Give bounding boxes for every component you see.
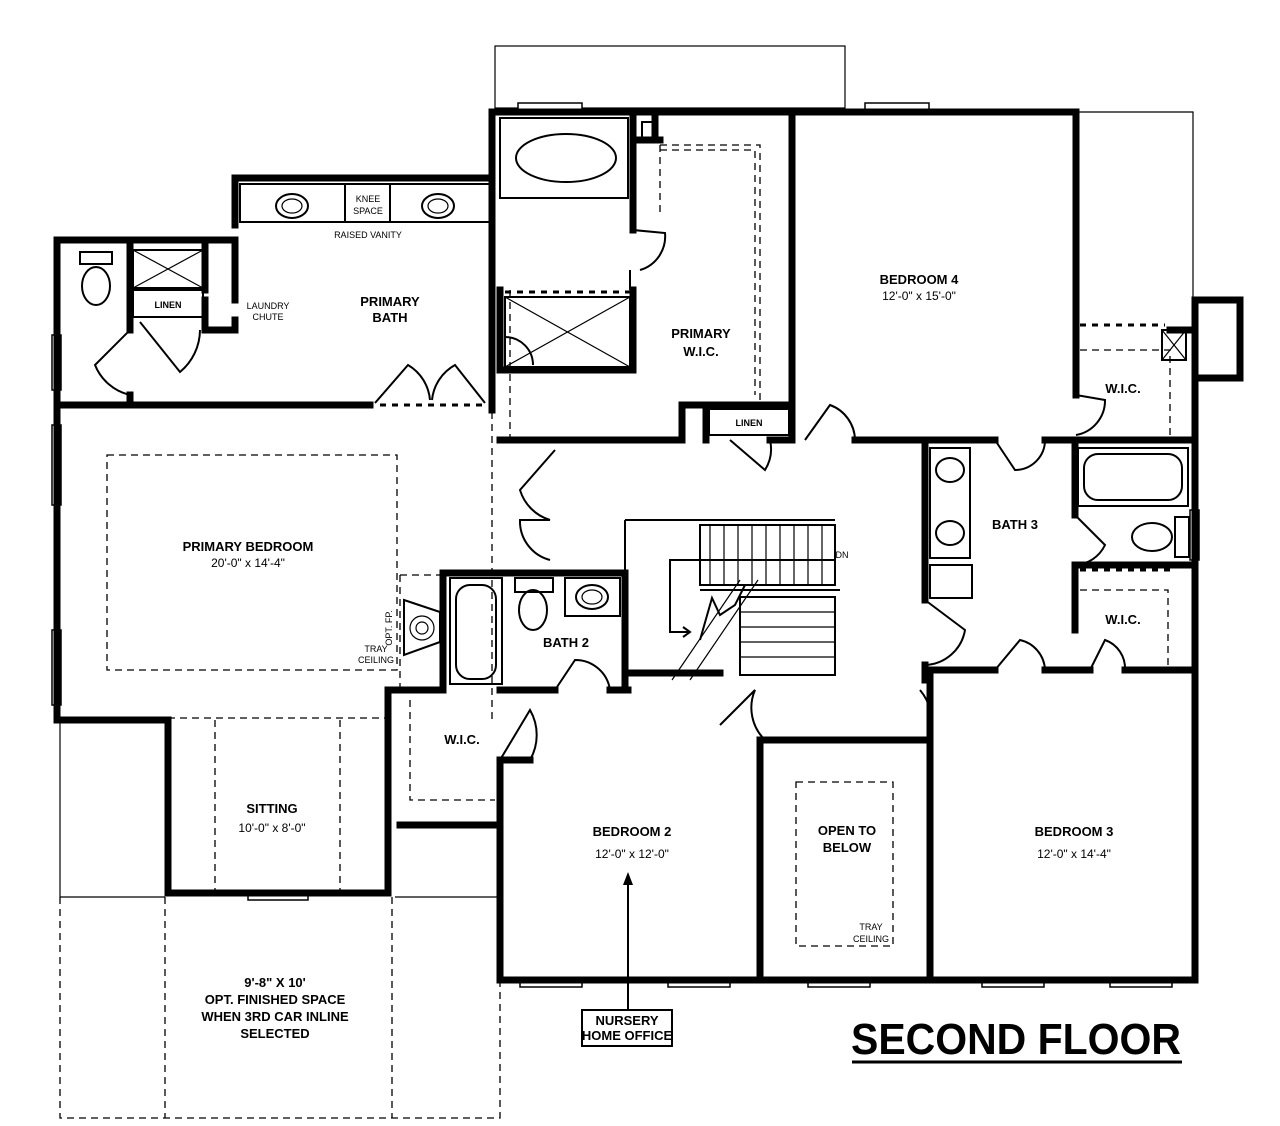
tray-ceiling-open-label-2: CEILING — [853, 934, 889, 944]
bathtub-icon — [515, 133, 617, 183]
bath2-fixtures — [449, 577, 621, 685]
door-swings — [93, 229, 1127, 761]
bathtub-icon — [1083, 453, 1183, 501]
nursery-label-1: NURSERY — [595, 1013, 658, 1028]
tray-ceiling-bed-label-2: CEILING — [358, 655, 394, 665]
toilet-icon — [1131, 522, 1173, 552]
linen-left-label: LINEN — [155, 300, 182, 310]
primary-bath-fixtures — [79, 117, 631, 368]
primary-bath-label-1: PRIMARY — [360, 294, 420, 309]
toilet-icon — [518, 589, 548, 631]
sink-icon — [935, 520, 965, 546]
tray-ceiling-open-label-1: TRAY — [859, 922, 882, 932]
bedroom4-name: BEDROOM 4 — [880, 272, 960, 287]
wic-bed3-label: W.I.C. — [1105, 612, 1140, 627]
primary-wic-label-1: PRIMARY — [671, 326, 731, 341]
wic-shelving — [409, 121, 790, 801]
floor-title: SECOND FLOOR — [851, 1015, 1181, 1064]
annotations: KNEE SPACE RAISED VANITY LAUNDRY CHUTE L… — [155, 194, 890, 1043]
open-to-below-1: OPEN TO — [818, 823, 876, 838]
laundry-chute-label-2: CHUTE — [253, 312, 284, 322]
room-labels: PRIMARY BEDROOM 20'-0" x 14'-4" PRIMARY … — [183, 272, 1141, 861]
primary-bedroom-dims: 20'-0" x 14'-4" — [211, 556, 285, 570]
raised-vanity-label: RAISED VANITY — [334, 230, 402, 240]
tray-ceiling-bed-label-1: TRAY — [364, 644, 387, 654]
bath3-fixtures — [929, 329, 1190, 665]
plan-title: SECOND FLOOR — [851, 1015, 1182, 1064]
primary-wic-label-2: W.I.C. — [683, 344, 718, 359]
opt-fp-label: OPT. FP. — [384, 610, 394, 645]
primary-bedroom-name: PRIMARY BEDROOM — [183, 539, 314, 554]
laundry-chute-label-1: LAUNDRY — [247, 301, 290, 311]
wic-bed4-label: W.I.C. — [1105, 381, 1140, 396]
knee-space-label-1: KNEE — [356, 194, 381, 204]
sitting-dims: 10'-0" x 8'-0" — [238, 821, 305, 835]
bedroom2-name: BEDROOM 2 — [593, 824, 672, 839]
opt-space-label-4: SELECTED — [240, 1026, 309, 1041]
sink-icon — [575, 584, 609, 610]
open-to-below-2: BELOW — [823, 840, 872, 855]
optional-finished-space-outline — [59, 897, 501, 1119]
bath2-label: BATH 2 — [543, 635, 589, 650]
stairs-dn-label: DN — [836, 550, 849, 560]
nursery-callout-arrow — [581, 872, 673, 1047]
roof-outlines — [59, 45, 1194, 898]
fireplace-icon — [403, 598, 441, 657]
toilet-icon — [81, 266, 111, 306]
linen-wic-label: LINEN — [736, 418, 763, 428]
dashed-lines — [106, 220, 1170, 947]
primary-bath-label-2: BATH — [372, 310, 407, 325]
bedroom3-dims: 12'-0" x 14'-4" — [1037, 847, 1111, 861]
opt-space-label-2: OPT. FINISHED SPACE — [205, 992, 346, 1007]
staircase — [624, 519, 840, 690]
sitting-name: SITTING — [246, 801, 297, 816]
sink-icon — [935, 457, 965, 483]
bedroom3-name: BEDROOM 3 — [1035, 824, 1114, 839]
nursery-label-2: HOME OFFICE — [582, 1028, 673, 1043]
wic-bed2-label: W.I.C. — [444, 732, 479, 747]
bathtub-icon — [455, 584, 497, 680]
bath3-label: BATH 3 — [992, 517, 1038, 532]
bedroom4-dims: 12'-0" x 15'-0" — [882, 289, 956, 303]
bedroom2-dims: 12'-0" x 12'-0" — [595, 847, 669, 861]
knee-space-label-2: SPACE — [353, 206, 383, 216]
opt-space-label-1: 9'-8" X 10' — [244, 975, 306, 990]
sink-icon — [421, 193, 455, 219]
opt-space-label-3: WHEN 3RD CAR INLINE — [201, 1009, 349, 1024]
sink-icon — [275, 193, 309, 219]
